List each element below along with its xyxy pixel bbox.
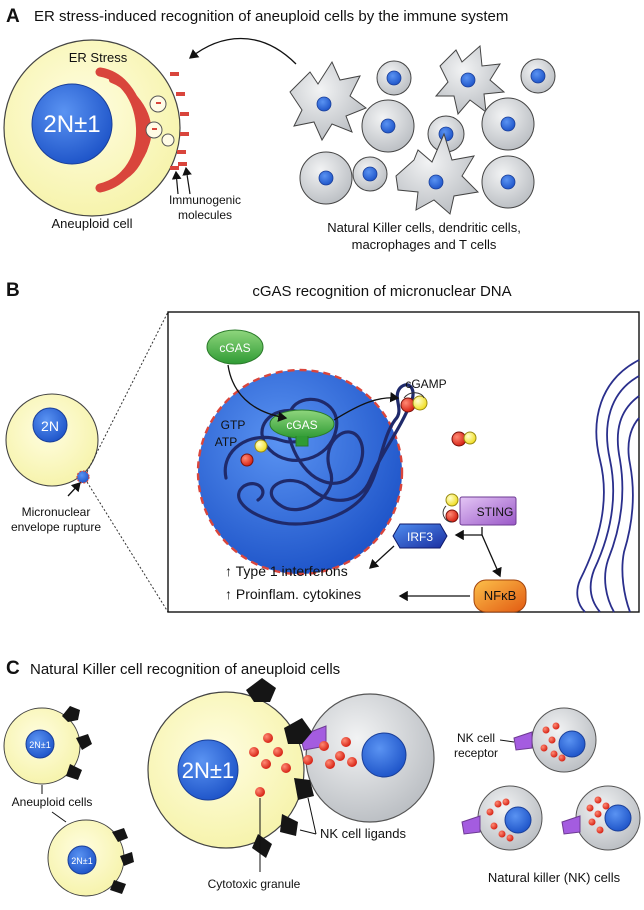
micronucleus	[76, 470, 90, 484]
panel-a-title: ER stress-induced recognition of aneuplo…	[34, 8, 508, 25]
cgamp-molecule-free	[451, 431, 477, 447]
cgamp-arrow	[333, 392, 400, 421]
panel-c: C Natural Killer cell recognition of ane…	[3, 658, 641, 897]
panel-a: A ER stress-induced recognition of aneup…	[3, 6, 556, 252]
nucleus-a-label: 2N±1	[43, 111, 100, 138]
ligands-label: NK cell ligands	[320, 826, 406, 841]
panel-b: B cGAS recognition of micronuclear DNA 2…	[5, 280, 640, 613]
granule-label: Cytotoxic granule	[208, 877, 301, 891]
round-cell-icon	[299, 151, 353, 205]
nk-nucleus-large	[361, 732, 407, 778]
ligand-pointer-2	[307, 797, 317, 835]
cgamp-label: cGAMP	[405, 377, 446, 391]
panel-c-title: Natural Killer cell recognition of aneup…	[30, 661, 340, 678]
sting-label: STING	[477, 505, 514, 519]
immunogenic-molecule-icons	[170, 72, 189, 170]
cgas-free-label: cGAS	[219, 341, 250, 355]
dendritic-cell-icon	[289, 60, 368, 142]
atp-molecule	[240, 453, 254, 467]
gtp-label: GTP	[221, 418, 246, 432]
gtp-molecule	[254, 439, 268, 453]
label-line-2	[51, 811, 67, 823]
zoom-line-bottom	[86, 481, 169, 613]
nk-cell-small-1	[513, 707, 597, 773]
nk-cell-small-2	[461, 785, 543, 851]
immunogenic-pointer-arrows	[171, 166, 192, 195]
atp-label: ATP	[215, 435, 237, 449]
nk-cell-small-3	[561, 785, 641, 851]
immune-cells-group	[289, 44, 556, 215]
rupture-label-1: Micronuclear	[22, 505, 91, 519]
panel-c-letter: C	[6, 658, 20, 679]
nfkb-label: NFκB	[484, 588, 517, 603]
receptor-pointer	[499, 739, 515, 743]
output-proinflam-cytokines: ↑ Proinflam. cytokines	[225, 586, 361, 602]
cytotoxic-granules	[249, 733, 357, 797]
micronucleus-large	[196, 368, 404, 576]
immune-cells-label-2: macrophages and T cells	[352, 237, 497, 252]
cgas-binding-arrow	[227, 364, 288, 422]
round-cell-icon	[481, 155, 535, 209]
small-nucleus-label-1: 2N±1	[29, 740, 50, 750]
vesicle-icon	[145, 95, 175, 147]
round-cell-icon	[376, 60, 412, 96]
panel-a-letter: A	[6, 6, 20, 27]
irf3-icon: IRF3	[392, 523, 448, 549]
zoom-line-top	[86, 311, 169, 473]
round-cell-icon	[481, 97, 535, 151]
aneuploid-cell-label: Aneuploid cell	[52, 216, 133, 231]
panel-b-title: cGAS recognition of micronuclear DNA	[252, 283, 511, 300]
immunogenic-label-1: Immunogenic	[169, 193, 241, 207]
nucleus-a	[31, 83, 113, 165]
nk-receptor-label-1: NK cell	[457, 731, 495, 745]
aneuploid-cells-label: Aneuploid cells	[12, 795, 93, 809]
rupture-label-2: envelope rupture	[11, 520, 101, 534]
round-cell-icon	[352, 156, 388, 192]
ligand-icon	[62, 706, 92, 780]
dna-icon	[223, 383, 415, 526]
ligand-icon	[110, 828, 134, 894]
cgas-bound-label: cGAS	[286, 418, 317, 432]
dendritic-cell-icon	[395, 132, 480, 215]
ligand-icons-large	[246, 678, 314, 858]
sting-icon: STING	[442, 493, 517, 526]
nfkb-icon: NFκB	[473, 579, 527, 613]
immunogenic-label-2: molecules	[178, 208, 232, 222]
recognition-arrow	[188, 37, 297, 65]
dendritic-cell-icon	[434, 44, 506, 116]
nucleus-b	[32, 407, 68, 443]
round-cell-icon	[520, 58, 556, 94]
signaling-arrows	[369, 527, 502, 602]
nucleus-c-large	[177, 739, 239, 801]
big-nucleus-label: 2N±1	[182, 758, 234, 783]
er-stress-label: ER Stress	[69, 50, 128, 65]
irf3-label: IRF3	[407, 530, 433, 544]
cgas-free-icon: cGAS	[206, 329, 264, 365]
small-nucleus-label-2: 2N±1	[71, 856, 92, 866]
nk-cells-label: Natural killer (NK) cells	[488, 870, 621, 885]
cgamp-molecule	[400, 392, 428, 413]
immune-cells-label-1: Natural Killer cells, dendritic cells,	[327, 220, 521, 235]
er-membrane-icon	[576, 359, 640, 613]
panel-b-letter: B	[6, 280, 20, 301]
output-type1-interferons: ↑ Type 1 interferons	[225, 563, 348, 579]
aneuploid-cell-small-2: 2N±1	[47, 819, 134, 897]
round-cell-icon	[361, 99, 415, 153]
rupture-arrow	[67, 482, 81, 497]
aneuploid-cell-small-1: 2N±1	[3, 706, 92, 785]
ligand-pointer-1	[299, 829, 317, 835]
nk-receptor-label-2: receptor	[454, 746, 498, 760]
nucleus-b-label: 2N	[41, 418, 59, 434]
